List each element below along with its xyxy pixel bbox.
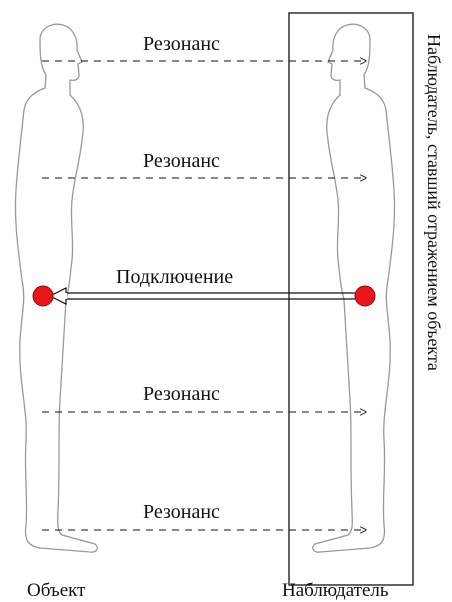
resonance-label-4: Резонанс [143, 501, 220, 523]
object-figure [14, 23, 98, 553]
connection-label: Подключение [116, 266, 233, 288]
observer-caption: Наблюдатель [282, 580, 389, 601]
observer-figure [312, 23, 396, 553]
vertical-caption: Наблюдатель, ставший отражением объекта [424, 34, 444, 371]
resonance-label-3: Резонанс [143, 383, 220, 405]
resonance-label-1: Резонанс [143, 33, 220, 55]
object-connection-point [32, 285, 54, 307]
object-caption: Объект [27, 580, 86, 601]
observer-connection-point [354, 285, 376, 307]
connection-arrow [48, 287, 358, 305]
resonance-label-2: Резонанс [143, 150, 220, 172]
